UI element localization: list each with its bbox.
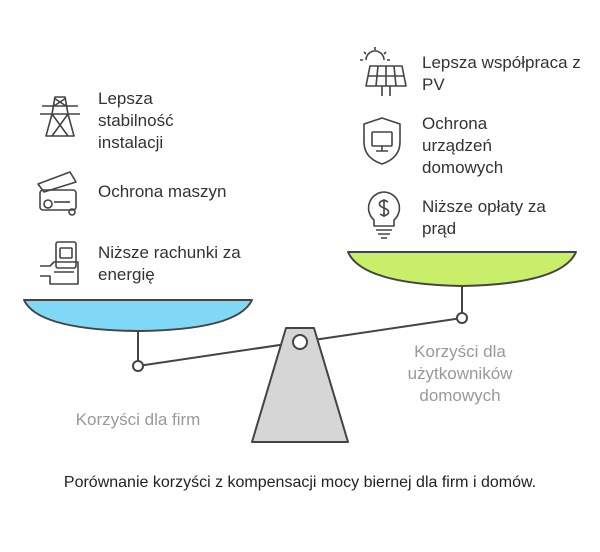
machine-icon bbox=[37, 171, 77, 216]
bill-icon bbox=[40, 241, 79, 285]
homes-item-fees: Niższe opłaty za prąd bbox=[422, 197, 546, 238]
solar-panel-icon bbox=[360, 47, 407, 96]
shield-monitor-icon bbox=[363, 117, 401, 165]
homes-group-label: Korzyści dla użytkowników domowych bbox=[407, 342, 513, 405]
lightbulb-dollar-icon bbox=[367, 191, 401, 239]
diagram-caption: Porównanie korzyści z kompensacji mocy b… bbox=[63, 474, 537, 491]
left-pan-joint bbox=[132, 360, 144, 372]
homes-item-pv: Lepsza współpraca z PV bbox=[422, 53, 581, 94]
fulcrum bbox=[251, 327, 349, 443]
pivot-circle bbox=[292, 334, 308, 350]
firms-item-stability: Lepsza stabilność instalacji bbox=[98, 89, 174, 152]
firms-item-machines: Ochrona maszyn bbox=[98, 182, 227, 201]
power-pylon-icon bbox=[40, 96, 80, 137]
homes-pan bbox=[347, 251, 577, 287]
firms-item-bills: Niższe rachunki za energię bbox=[98, 243, 241, 284]
firms-group-label: Korzyści dla firm bbox=[75, 410, 201, 429]
firms-pan bbox=[23, 299, 253, 332]
right-pan-joint bbox=[456, 312, 468, 324]
homes-item-devices: Ochrona urządzeń domowych bbox=[422, 114, 504, 177]
